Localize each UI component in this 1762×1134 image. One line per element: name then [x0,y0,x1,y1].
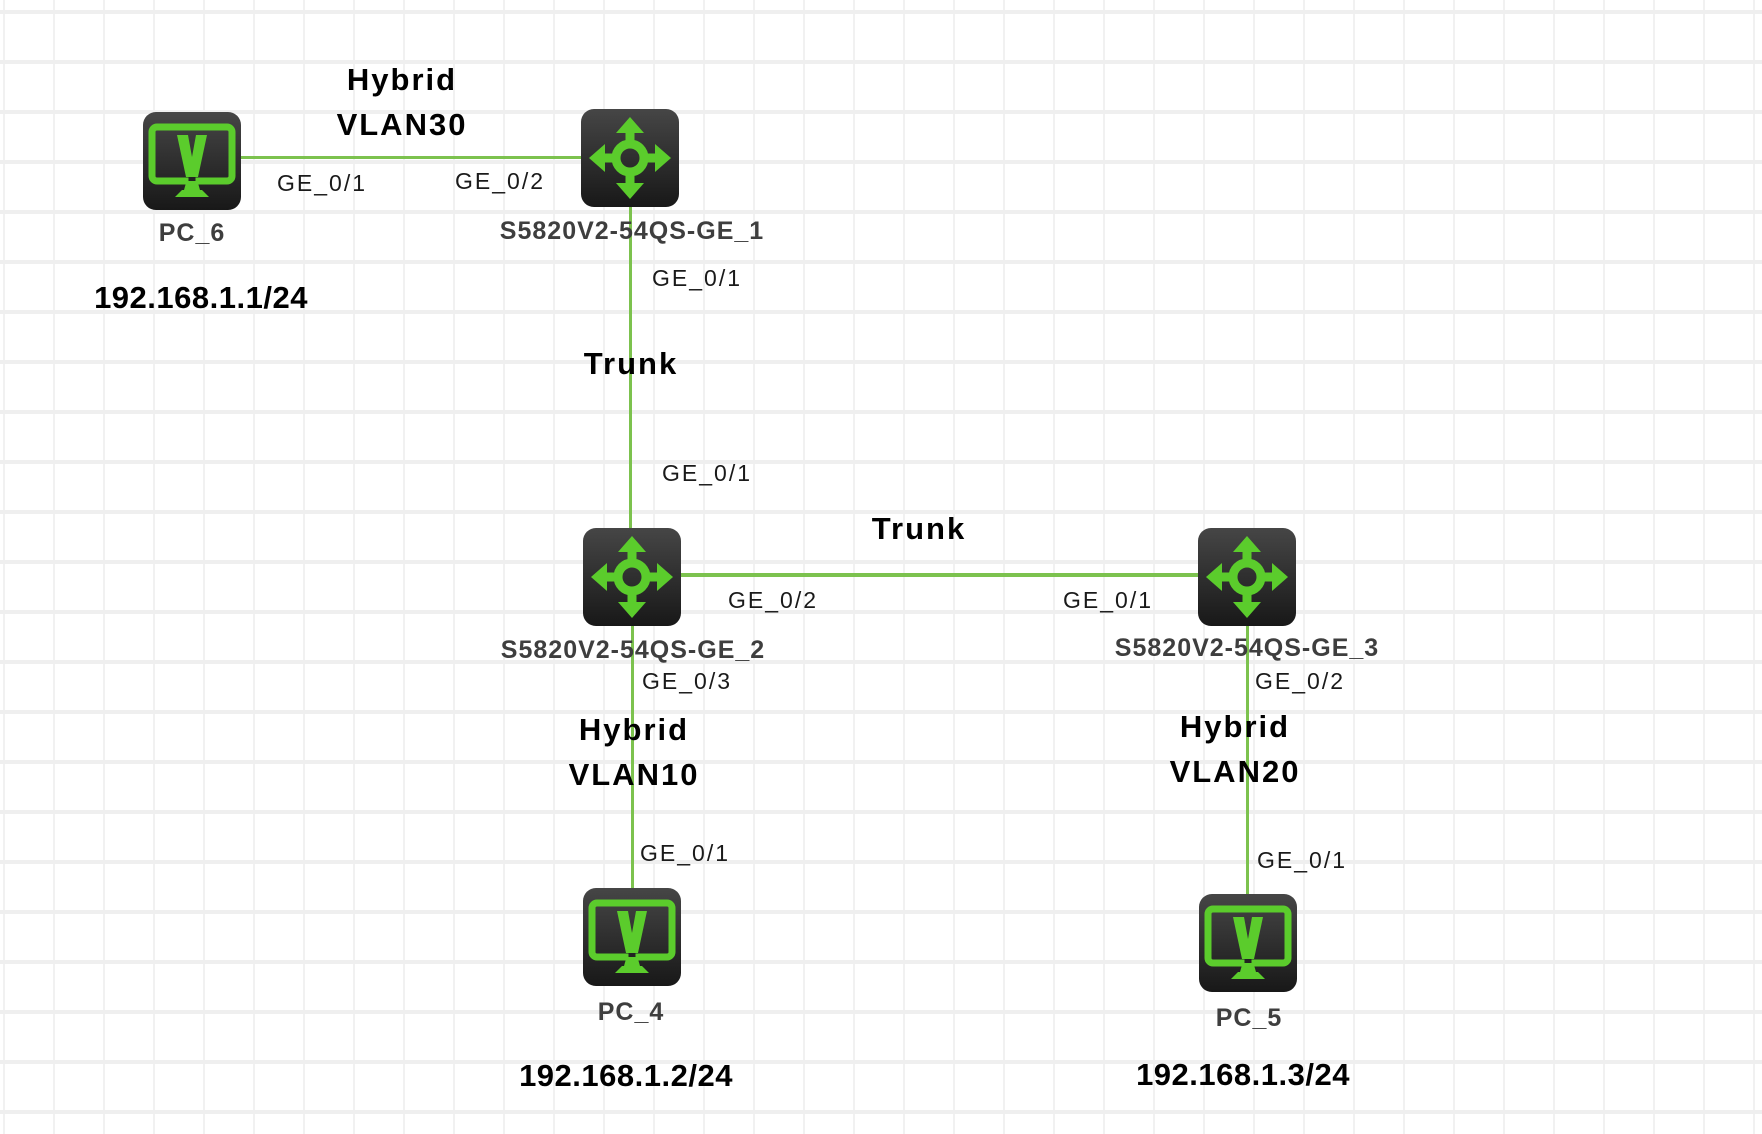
link-type-line2: VLAN20 [1169,754,1301,789]
device-name-sw1: S5820V2-54QS-GE_1 [499,217,765,245]
pc-icon [143,112,241,210]
link-type-label-sw2-pc4: Hybrid VLAN10 [569,707,700,797]
port-label-sw1-ge02: GE_0/2 [455,168,545,194]
device-pc4[interactable] [582,887,682,987]
ip-label-pc6: 192.168.1.1/24 [94,280,308,315]
device-name-pc6: PC_6 [158,219,226,247]
link-type-label-pc6-sw1: Hybrid VLAN30 [337,57,468,147]
device-sw2[interactable] [582,527,682,627]
link-sw2-pc4[interactable] [631,624,634,890]
device-sw1[interactable] [580,108,680,208]
device-pc5[interactable] [1198,893,1298,993]
link-type-label-sw1-sw2: Trunk [584,341,678,386]
device-pc6[interactable] [142,111,242,211]
port-label-sw3-ge02: GE_0/2 [1255,668,1345,694]
port-label-pc4-ge01: GE_0/1 [640,840,730,866]
link-type-line1: Trunk [583,346,679,381]
link-type-label-sw3-pc5: Hybrid VLAN20 [1170,704,1301,794]
port-label-sw3-ge01: GE_0/1 [1063,587,1153,613]
link-type-line2: VLAN10 [568,757,700,792]
port-label-pc6-ge01: GE_0/1 [277,170,367,196]
ip-label-pc4: 192.168.1.2/24 [519,1058,733,1093]
switch-icon [1198,528,1296,626]
link-type-line1: Trunk [871,511,967,546]
pc-icon [583,888,681,986]
pc-icon [1199,894,1297,992]
device-name-pc5: PC_5 [1215,1004,1283,1032]
port-label-sw2-ge02: GE_0/2 [728,587,818,613]
port-label-sw1-ge01: GE_0/1 [652,265,742,291]
device-name-pc4: PC_4 [597,998,665,1026]
link-type-line1: Hybrid [578,712,690,747]
switch-icon [583,528,681,626]
link-type-line1: Hybrid [346,62,458,97]
link-pc6-sw1[interactable] [240,156,582,159]
link-type-line2: VLAN30 [336,107,468,142]
port-label-sw2-ge01: GE_0/1 [662,460,752,486]
link-type-label-sw2-sw3: Trunk [872,506,966,551]
link-sw3-pc5[interactable] [1246,624,1249,896]
device-name-sw2: S5820V2-54QS-GE_2 [500,636,766,664]
port-label-pc5-ge01: GE_0/1 [1257,847,1347,873]
device-name-sw3: S5820V2-54QS-GE_3 [1114,634,1380,662]
ip-label-pc5: 192.168.1.3/24 [1136,1057,1350,1092]
link-type-line1: Hybrid [1179,709,1291,744]
link-sw2-sw3[interactable] [680,573,1199,577]
device-sw3[interactable] [1197,527,1297,627]
switch-icon [581,109,679,207]
port-label-sw2-ge03: GE_0/3 [642,668,732,694]
link-sw1-sw2[interactable] [629,205,632,530]
